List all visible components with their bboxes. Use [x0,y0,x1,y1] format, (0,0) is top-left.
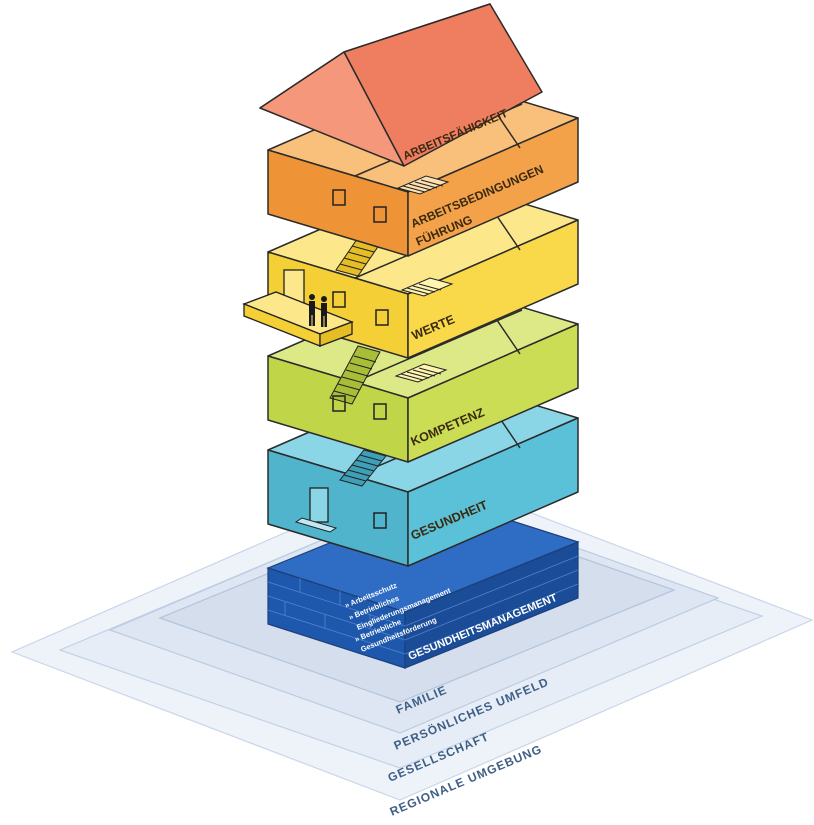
stairs-opening-arbeitsbedingungen [396,175,450,195]
stairs-kompetenz [400,367,442,381]
stairs-arbeitsbedingungen [402,179,444,193]
stairs-opening-kompetenz [394,363,448,383]
floor-arbeitsbedingungen-side [407,117,579,257]
window-icon [332,395,346,412]
window-icon [373,403,387,420]
window-icon [373,512,387,529]
stairs-gesundheit [343,449,387,482]
foundation-bricks [267,555,579,655]
door-icon [309,487,329,523]
floor-werte-side [407,219,579,359]
window-icon [373,206,387,223]
door-step [294,517,338,533]
roof-gable [259,51,405,167]
window-icon [332,291,346,308]
window-icon [332,189,346,206]
floor-gesundheit-side [407,417,579,567]
roof-arbeitsfaehigkeit: ARBEITSFÄHIGKEIT [259,3,543,167]
people-icon [309,294,327,327]
floor-kompetenz-side [407,323,579,463]
window-icon [375,309,389,326]
